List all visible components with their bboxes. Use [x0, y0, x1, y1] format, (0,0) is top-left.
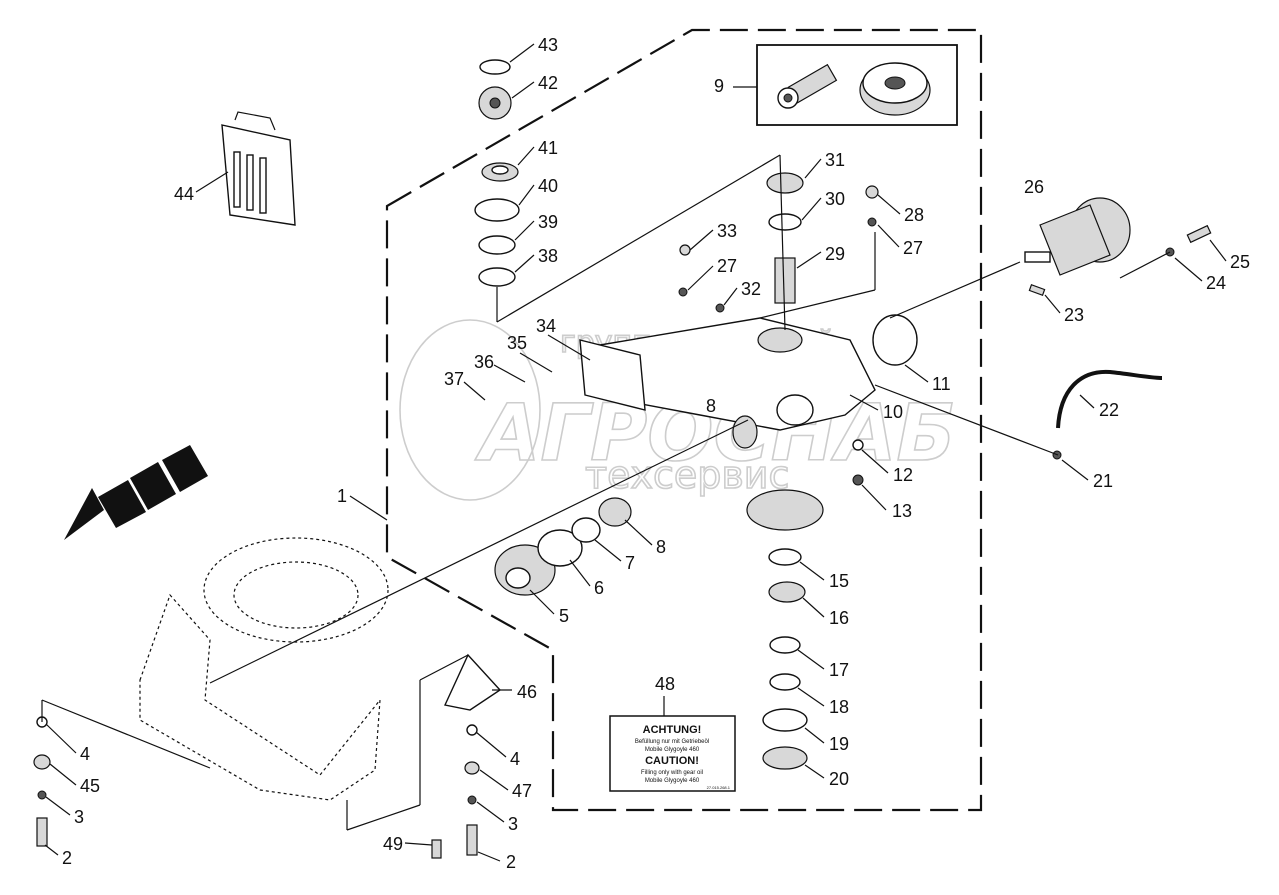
cover-gasket — [872, 314, 918, 366]
callout-27a: 27 — [717, 256, 737, 276]
callout-29: 29 — [825, 244, 845, 264]
callout-32: 32 — [741, 279, 761, 299]
oil-can-icon — [221, 111, 296, 226]
callout-6: 6 — [594, 578, 604, 598]
callout-40: 40 — [538, 176, 558, 196]
callout-4a: 4 — [80, 744, 90, 764]
bevel-gear — [746, 439, 864, 531]
callout-31: 31 — [825, 150, 845, 170]
kit-box — [756, 44, 958, 126]
callout-4b: 4 — [510, 749, 520, 769]
warning-line1-de: Befüllung nur mit Getriebeöl — [635, 739, 709, 745]
callout-3b: 3 — [508, 814, 518, 834]
warning-title-en: CAUTION! — [645, 755, 699, 767]
hydraulic-motor — [1024, 197, 1212, 276]
callout-5: 5 — [559, 606, 569, 626]
callout-21: 21 — [1093, 471, 1113, 491]
callout-44: 44 — [174, 184, 194, 204]
callout-8b: 8 — [706, 396, 716, 416]
callout-8a: 8 — [656, 537, 666, 557]
callout-10: 10 — [883, 402, 903, 422]
callout-28: 28 — [904, 205, 924, 225]
callout-22: 22 — [1099, 400, 1119, 420]
callout-33: 33 — [717, 221, 737, 241]
callout-3a: 3 — [74, 807, 84, 827]
assembly-boundary — [385, 28, 983, 812]
hose-line — [1056, 369, 1163, 429]
warning-line2-en: Mobile Glygoyle 460 — [645, 778, 700, 784]
callout-19: 19 — [829, 734, 849, 754]
upper-stack-parts — [474, 59, 520, 322]
bracket-and-fasteners — [33, 653, 502, 859]
callout-24: 24 — [1206, 273, 1226, 293]
callout-11: 11 — [932, 374, 951, 394]
callout-23: 23 — [1064, 305, 1084, 325]
callout-48: 48 — [655, 674, 675, 694]
warning-line2-de: Mobile Glygoyle 460 — [645, 747, 700, 753]
callout-12: 12 — [893, 465, 913, 485]
callout-36: 36 — [474, 352, 494, 372]
callout-35: 35 — [507, 333, 527, 353]
vertical-shaft-parts — [678, 172, 879, 313]
callout-15: 15 — [829, 571, 849, 591]
gearbox-housing — [579, 317, 876, 431]
gear-wheel-icon — [859, 62, 931, 116]
callout-7: 7 — [625, 553, 635, 573]
callout-2b: 2 — [506, 852, 516, 872]
callout-13: 13 — [892, 501, 912, 521]
callout-30: 30 — [825, 189, 845, 209]
callout-26: 26 — [1024, 177, 1044, 197]
direction-arrow-icon — [64, 445, 208, 540]
warning-code: 27.015.268.1 — [707, 785, 731, 790]
callout-17: 17 — [829, 660, 849, 680]
leader-lines — [41, 154, 1171, 831]
mower-frame — [139, 537, 389, 801]
warning-label: ACHTUNG! Befüllung nur mit Getriebeöl Mo… — [609, 715, 736, 792]
callout-1: 1 — [337, 486, 347, 506]
callout-18: 18 — [829, 697, 849, 717]
callout-45: 45 — [80, 776, 100, 796]
callout-27b: 27 — [903, 238, 923, 258]
callout-41: 41 — [538, 138, 558, 158]
input-shaft-seals — [494, 415, 758, 596]
warning-line1-en: Filling only with gear oil — [641, 770, 703, 776]
callout-labels: 1 2 2 3 3 4 4 5 6 7 8 8 9 10 11 12 13 15… — [62, 35, 1250, 872]
callout-43: 43 — [538, 35, 558, 55]
callout-2a: 2 — [62, 848, 72, 868]
callout-47: 47 — [512, 781, 532, 801]
callout-34: 34 — [536, 316, 556, 336]
callout-39: 39 — [538, 212, 558, 232]
watermark-line3: техсервис — [585, 453, 789, 497]
key-part — [1028, 284, 1046, 296]
callout-pointers — [44, 43, 1227, 862]
callout-9: 9 — [714, 76, 724, 96]
callout-25: 25 — [1230, 252, 1250, 272]
lower-stack-parts — [762, 548, 808, 770]
callout-49: 49 — [383, 834, 403, 854]
callout-38: 38 — [538, 246, 558, 266]
pinion-shaft-icon — [777, 63, 838, 109]
callout-16: 16 — [829, 608, 849, 628]
callout-46: 46 — [517, 682, 537, 702]
warning-title-de: ACHTUNG! — [643, 724, 702, 736]
callout-20: 20 — [829, 769, 849, 789]
callout-37: 37 — [444, 369, 464, 389]
callout-42: 42 — [538, 73, 558, 93]
